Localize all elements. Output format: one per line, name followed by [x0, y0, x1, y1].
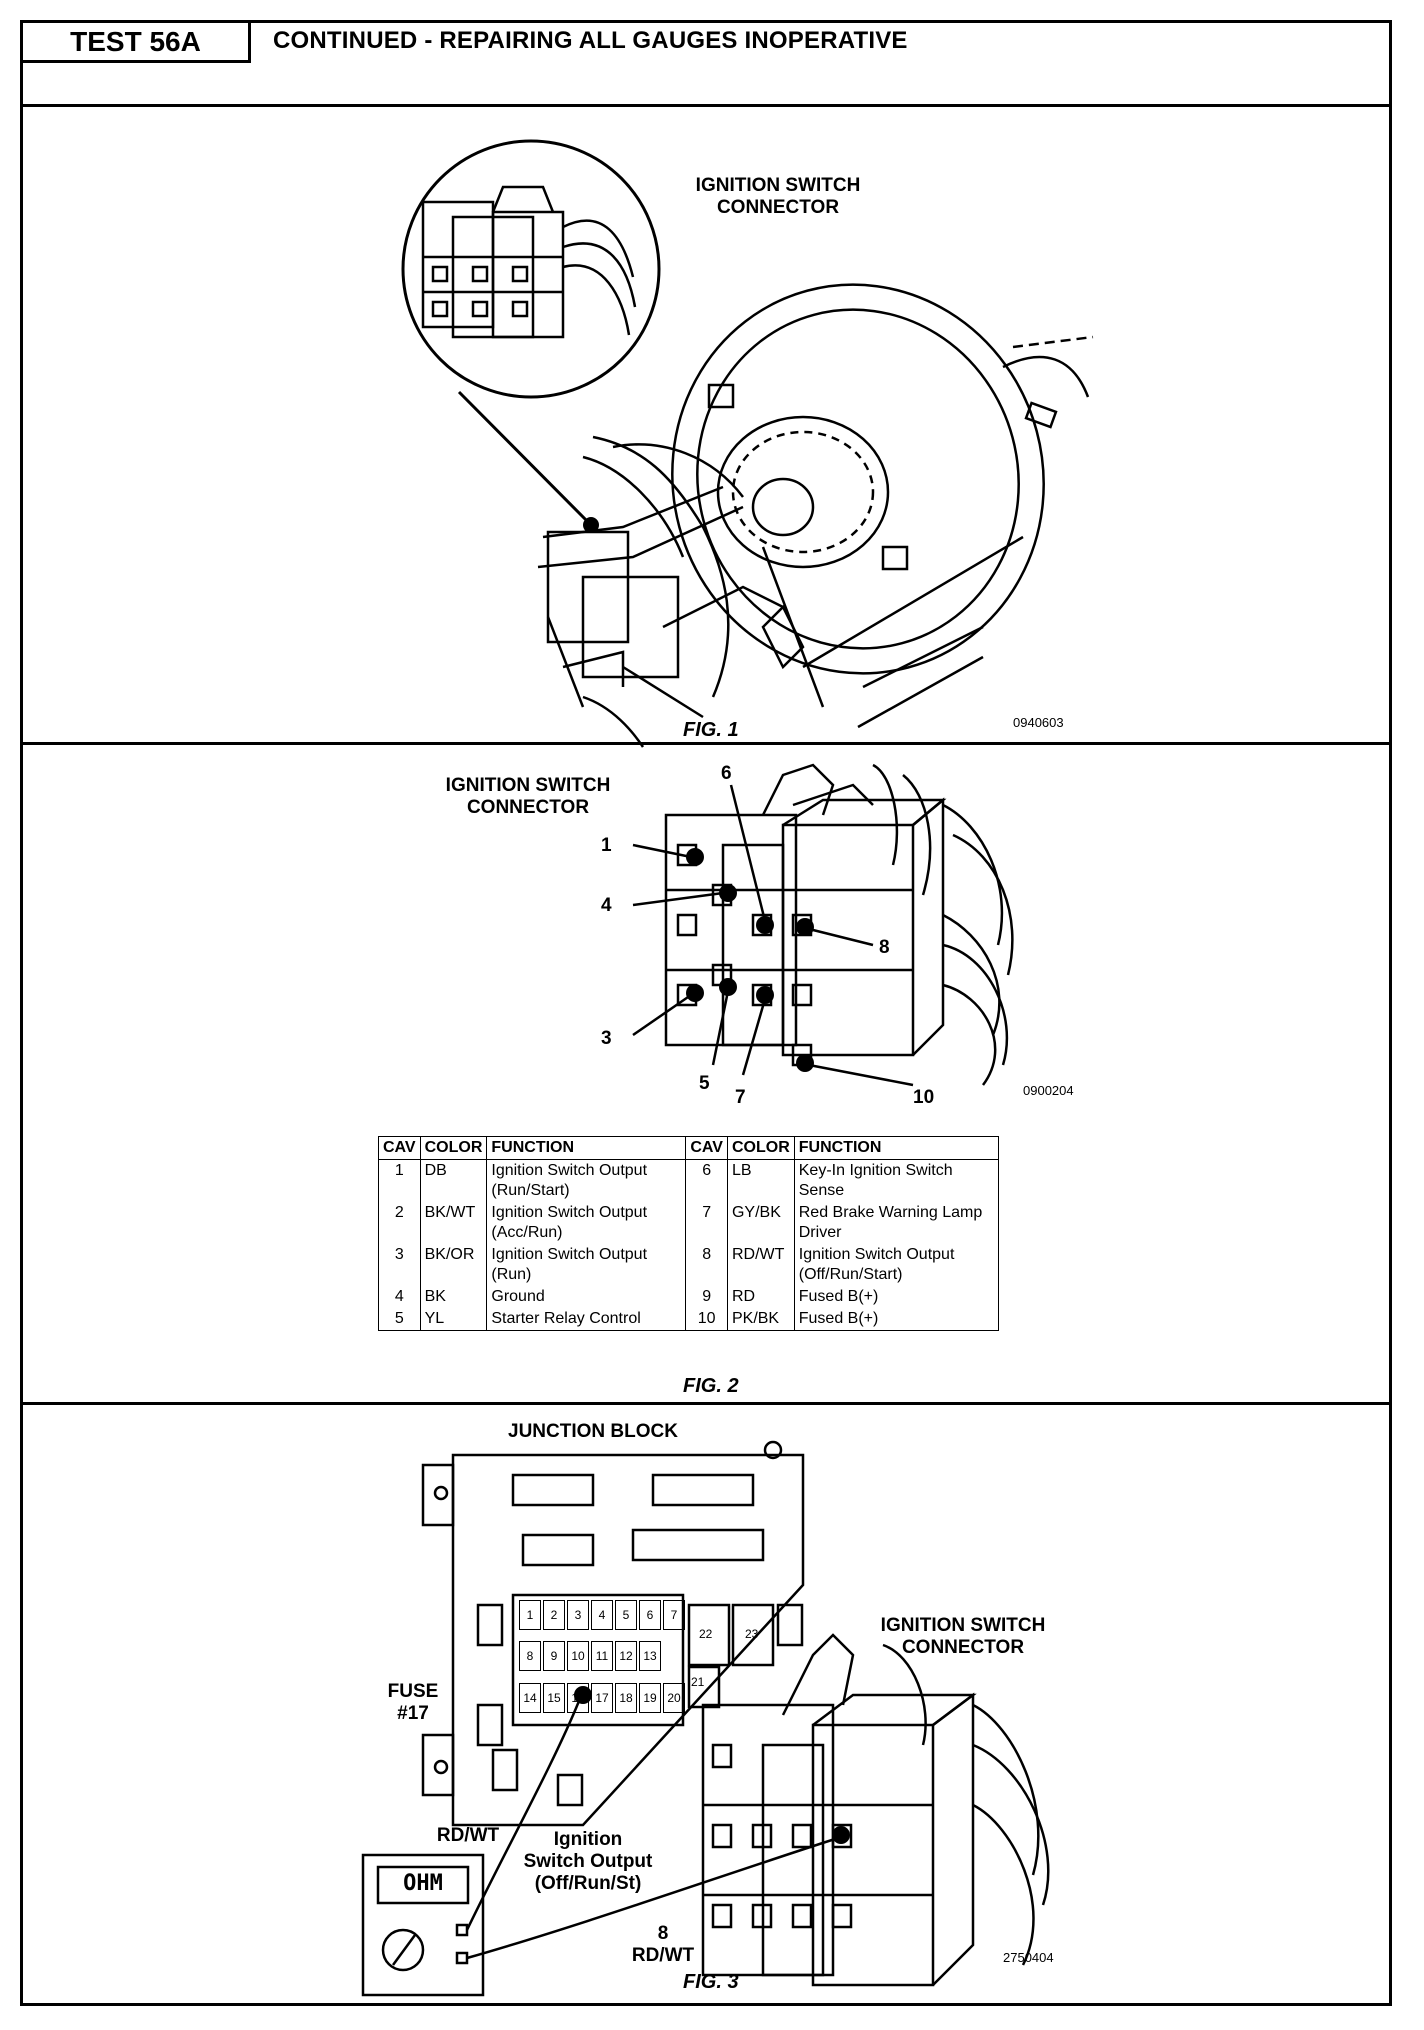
ignition-connector-pinout: [632, 763, 1014, 1087]
fuse: 14: [519, 1683, 541, 1713]
col-header: COLOR: [726, 1136, 795, 1160]
fuse: 8: [519, 1641, 541, 1671]
col-header: CAV: [685, 1136, 728, 1160]
fuse: 9: [543, 1641, 565, 1671]
fig1-code: 0940603: [1013, 715, 1064, 730]
fuse: 22: [699, 1627, 713, 1641]
pin-label: 1: [601, 835, 612, 856]
fuse: 5: [615, 1600, 637, 1630]
pin-label: 5: [699, 1073, 710, 1094]
page-title: CONTINUED - REPAIRING ALL GAUGES INOPERA…: [273, 27, 908, 54]
junction-block-test-illustration: [361, 1440, 1050, 1997]
fuse: 7: [663, 1600, 685, 1630]
fig3-connector-label: IGNITION SWITCH CONNECTOR: [880, 1615, 1046, 1658]
fuse: 3: [567, 1600, 589, 1630]
table-row: 4 BK Ground 9 RD Fused B(+): [378, 1286, 999, 1308]
figure-1-panel: IGNITION SWITCH CONNECTOR 0940603 FIG. 1: [23, 107, 1389, 748]
rdwt-label: RD/WT: [436, 1825, 500, 1846]
fuse: 4: [591, 1600, 613, 1630]
table-row: 5 YL Starter Relay Control 10 PK/BK Fuse…: [378, 1308, 999, 1331]
fuse: 13: [639, 1641, 661, 1671]
output-label: Ignition Switch Output (Off/Run/St): [523, 1829, 653, 1894]
col-header: FUNCTION: [793, 1136, 999, 1160]
table-row: 2 BK/WT Ignition Switch Output (Acc/Run)…: [378, 1202, 999, 1244]
junction-block-label: JUNCTION BLOCK: [508, 1421, 678, 1442]
fuse: 19: [639, 1683, 661, 1713]
fuse: 20: [663, 1683, 685, 1713]
table-header-row: CAV COLOR FUNCTION CAV COLOR FUNCTION: [378, 1136, 999, 1160]
fuse: 1: [519, 1600, 541, 1630]
fig1-connector-label: IGNITION SWITCH CONNECTOR: [695, 175, 861, 218]
fig3-caption: FIG. 3: [683, 1971, 739, 1993]
fuse-row-1: 1 2 3 4 5 6 7: [519, 1600, 685, 1630]
figure-3-panel: 1 2 3 4 5 6 7 8 9 10 11 12 13 14 15 16 1…: [23, 1405, 1389, 2003]
fuse-row-3: 14 15 16 17 18 19 20: [519, 1683, 685, 1713]
fuse-17-label: FUSE #17: [387, 1681, 439, 1724]
fig2-caption: FIG. 2: [683, 1375, 739, 1397]
fig2-code: 0900204: [1023, 1083, 1074, 1098]
fuse: 2: [543, 1600, 565, 1630]
fuse: 11: [591, 1641, 613, 1671]
col-header: COLOR: [419, 1136, 488, 1160]
page-header: TEST 56A CONTINUED - REPAIRING ALL GAUGE…: [23, 23, 1389, 107]
table-row: 1 DB Ignition Switch Output (Run/Start) …: [378, 1159, 999, 1202]
pin-label: 8: [879, 937, 890, 958]
steering-column-illustration: [401, 139, 1094, 748]
pin-label: 7: [735, 1087, 746, 1108]
fuse: 15: [543, 1683, 565, 1713]
fuse: 12: [615, 1641, 637, 1671]
cavity-table: CAV COLOR FUNCTION CAV COLOR FUNCTION 1 …: [378, 1136, 999, 1331]
fuse: 10: [567, 1641, 589, 1671]
col-header: CAV: [378, 1136, 421, 1160]
page-frame: TEST 56A CONTINUED - REPAIRING ALL GAUGE…: [20, 20, 1392, 2006]
table-row: 3 BK/OR Ignition Switch Output (Run) 8 R…: [378, 1244, 999, 1286]
fig2-connector-label: IGNITION SWITCH CONNECTOR: [445, 775, 611, 818]
fig3-code: 2750404: [1003, 1950, 1054, 1965]
fig1-caption: FIG. 1: [683, 719, 739, 741]
pin-label: 10: [913, 1087, 935, 1108]
fuse-row-2: 8 9 10 11 12 13: [519, 1641, 661, 1671]
fuse: 23: [745, 1627, 759, 1641]
pin-label: 6: [721, 763, 732, 784]
test-label: TEST 56A: [23, 23, 251, 63]
fuse: 21: [691, 1675, 705, 1689]
pin-8-label: 8 RD/WT: [631, 1923, 695, 1966]
col-header: FUNCTION: [486, 1136, 687, 1160]
fuse: 18: [615, 1683, 637, 1713]
fuse: 16: [567, 1683, 589, 1713]
pin-label: 4: [601, 895, 612, 916]
pin-label: 3: [601, 1028, 612, 1049]
figure-2-panel: IGNITION SWITCH CONNECTOR 1 4 3 5 6 7 8 …: [23, 745, 1389, 1405]
fuse: 17: [591, 1683, 613, 1713]
fuse: 6: [639, 1600, 661, 1630]
meter-display: OHM: [403, 1871, 443, 1896]
